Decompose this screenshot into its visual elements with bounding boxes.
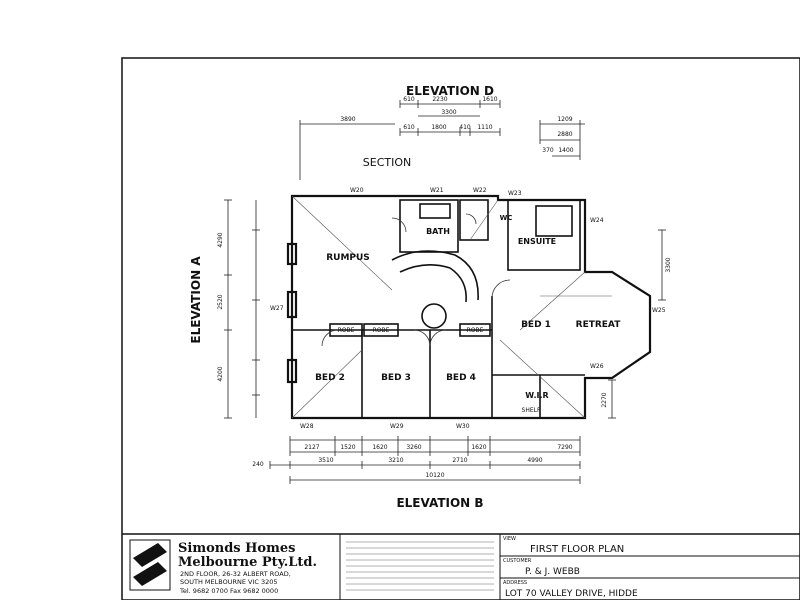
- title-block: [122, 533, 800, 600]
- dim-text: 2127: [304, 444, 319, 451]
- room-wir: W.I.R: [525, 391, 548, 400]
- window-label: W30: [456, 423, 470, 430]
- address-field-label: ADDRESS: [503, 580, 527, 586]
- dim-text: 3300: [441, 109, 456, 116]
- window-label: W25: [652, 307, 666, 314]
- room-bath: BATH: [426, 227, 450, 236]
- view-field-label: VIEW: [503, 536, 516, 542]
- dim-text: 410: [459, 124, 471, 131]
- view-value: FIRST FLOOR PLAN: [530, 544, 624, 555]
- dim-text: 4290: [217, 232, 224, 247]
- company-name-line1: Simonds Homes: [178, 541, 295, 556]
- window-label: W21: [430, 187, 444, 194]
- dim-text: 2880: [557, 131, 572, 138]
- dim-text: 3300: [665, 257, 672, 272]
- right-dimension-lines: [608, 229, 666, 419]
- window-label: W27: [270, 305, 284, 312]
- door-swings: [321, 213, 511, 347]
- ceiling-lines: [291, 195, 612, 419]
- dim-text: 1610: [482, 96, 497, 103]
- dim-text: 2230: [432, 96, 447, 103]
- robe-label-bed3: ROBE: [373, 327, 390, 334]
- dim-text: 1620: [372, 444, 387, 451]
- window-label: W26: [590, 363, 604, 370]
- customer-value: P. & J. WEBB: [525, 567, 580, 577]
- sheet-border: [121, 57, 800, 601]
- left-dimension-lines: [224, 199, 260, 419]
- company-name-line2: Melbourne Pty.Ltd.: [178, 555, 317, 570]
- dim-text: 1110: [477, 124, 492, 131]
- interior-walls: [292, 199, 651, 418]
- bottom-dimension-lines: [269, 436, 581, 484]
- room-bed4: BED 4: [446, 373, 476, 383]
- room-ensuite: ENSUITE: [518, 237, 556, 246]
- dim-text: 610: [403, 96, 415, 103]
- window-label: W29: [390, 423, 404, 430]
- dim-text: 2520: [217, 294, 224, 309]
- room-bed2: BED 2: [315, 373, 345, 383]
- window-label: W24: [590, 217, 604, 224]
- dim-text: 3510: [318, 457, 333, 464]
- room-wc: WC: [500, 214, 513, 222]
- elevation-d-label: ELEVATION D: [406, 84, 494, 98]
- company-phone: Tel. 9682 0700 Fax 9682 0000: [179, 587, 278, 595]
- company-address-line1: 2ND FLOOR, 26-32 ALBERT ROAD,: [180, 570, 291, 578]
- room-bed3: BED 3: [381, 373, 411, 383]
- customer-field-label: CUSTOMER: [503, 558, 532, 564]
- elevation-a-label: ELEVATION A: [189, 256, 203, 344]
- dim-text: 370: [542, 147, 554, 154]
- dim-text: 1209: [557, 116, 572, 123]
- dim-text: 7290: [557, 444, 572, 451]
- shelf-label: SHELF: [522, 407, 541, 414]
- dim-text: 4990: [527, 457, 542, 464]
- dim-text: 3260: [406, 444, 421, 451]
- dim-text: 1800: [431, 124, 446, 131]
- dim-text: 1520: [340, 444, 355, 451]
- robe-label-bed4: ROBE: [467, 327, 484, 334]
- dim-text: 1620: [471, 444, 486, 451]
- room-bed1: BED 1: [521, 320, 551, 330]
- notes-fine-print: [346, 541, 494, 591]
- dim-text: 3210: [388, 457, 403, 464]
- window-label: W23: [508, 190, 522, 197]
- address-value: LOT 70 VALLEY DRIVE, HIDDE: [505, 589, 638, 599]
- dim-text: 10120: [425, 472, 444, 479]
- dim-text: 2710: [452, 457, 467, 464]
- dim-text: 240: [252, 461, 264, 468]
- simonds-logo-icon: [129, 539, 171, 591]
- robe-label-bed2: ROBE: [338, 327, 355, 334]
- room-rumpus: RUMPUS: [326, 253, 370, 263]
- section-label: SECTION: [363, 156, 411, 169]
- window-label: W22: [473, 187, 487, 194]
- top-dimension-lines: [299, 100, 585, 180]
- elevation-b-label: ELEVATION B: [396, 496, 483, 510]
- window-label: W28: [300, 423, 314, 430]
- room-retreat: RETREAT: [576, 320, 622, 330]
- window-label: W20: [350, 187, 364, 194]
- dim-text: 3890: [340, 116, 355, 123]
- dim-text: 4200: [217, 366, 224, 381]
- company-address-line2: SOUTH MELBOURNE VIC 3205: [180, 578, 278, 586]
- dim-text: 1400: [558, 147, 573, 154]
- dim-text: 610: [403, 124, 415, 131]
- dim-text: 2270: [601, 392, 608, 407]
